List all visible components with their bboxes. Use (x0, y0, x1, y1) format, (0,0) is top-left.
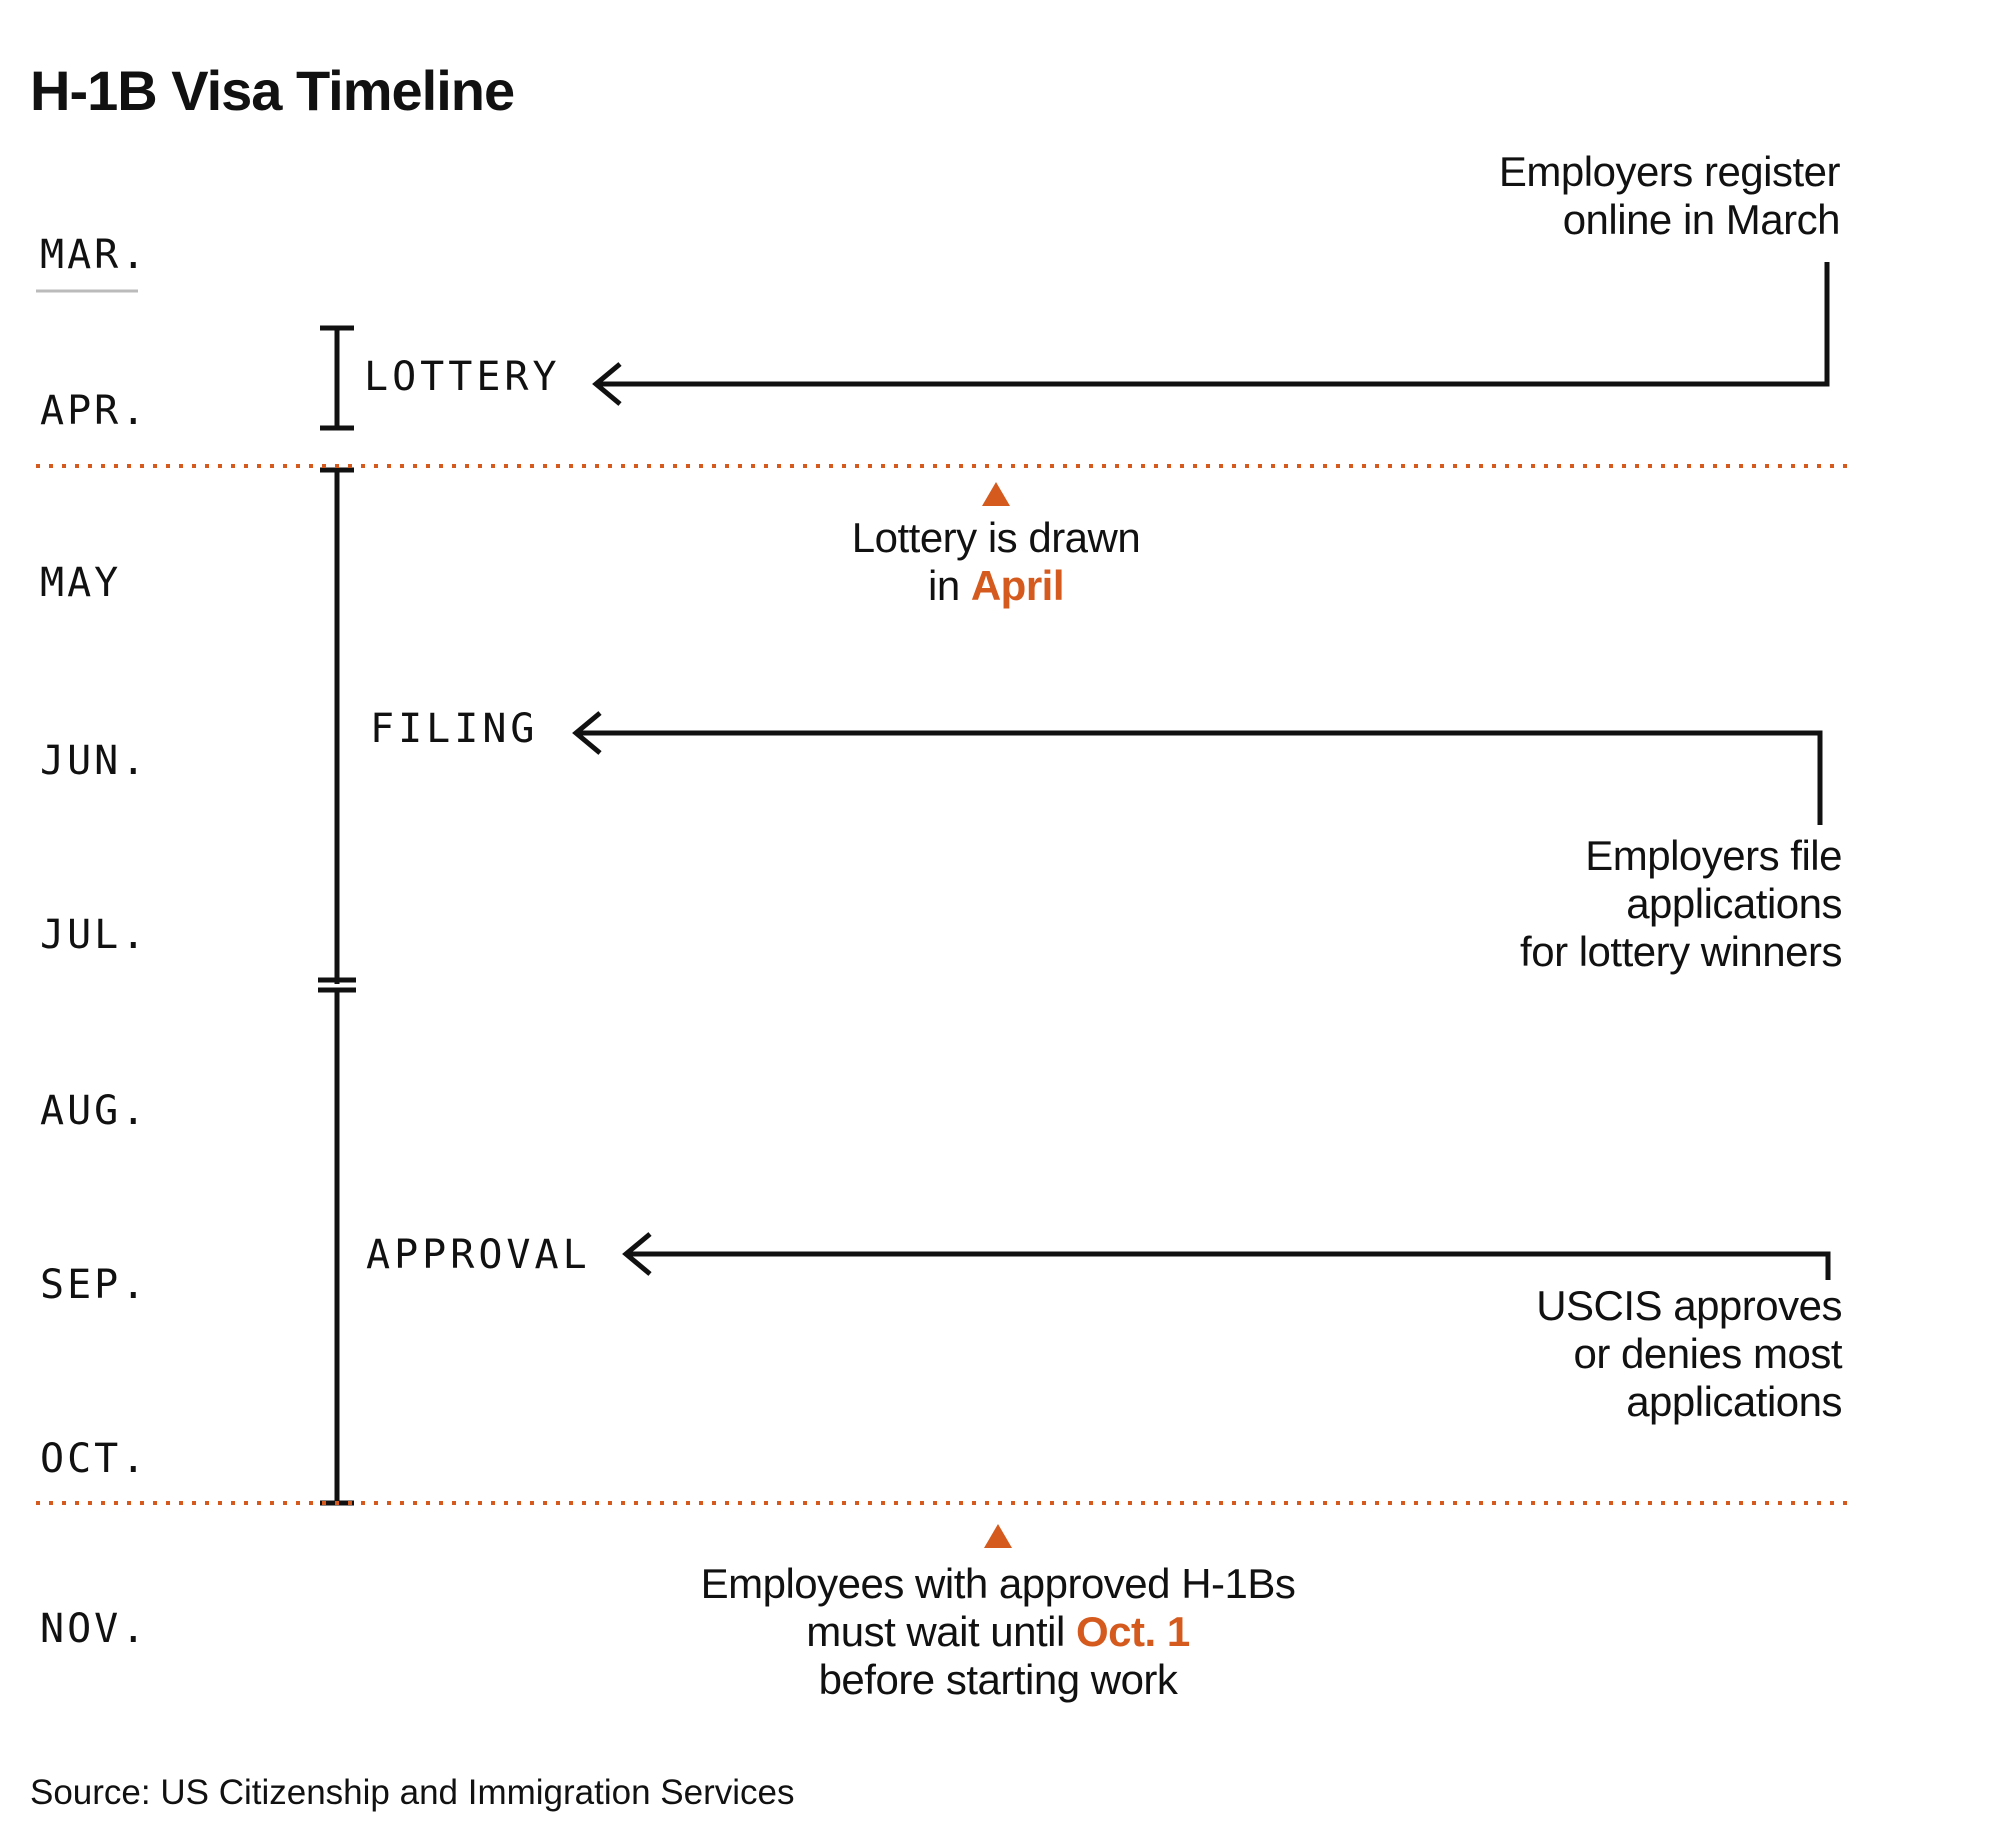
month-label-jul: JUL. (40, 912, 149, 958)
arrow-file-to-filing (572, 711, 1823, 825)
arrow-register-to-lottery (592, 262, 1830, 406)
note-highlight: April (970, 562, 1065, 609)
note-line: online in March (1562, 196, 1841, 243)
note-text: in (927, 562, 971, 609)
note-uscis-approves: USCIS approves or denies most applicatio… (1536, 1282, 1842, 1426)
note-line: applications (1626, 880, 1842, 927)
note-line: Lottery is drawn (851, 514, 1141, 561)
source-note: Source: US Citizenship and Immigration S… (30, 1773, 795, 1812)
note-line: Employees with approved H-1Bs (700, 1560, 1296, 1607)
phase-label-filing: FILING (370, 706, 539, 752)
note-line: must wait until Oct. 1 (598, 1608, 1398, 1656)
lottery-bracket (320, 325, 354, 431)
phase-label-lottery: LOTTERY (364, 354, 561, 400)
month-label-mar: MAR. (40, 232, 149, 278)
note-line: before starting work (818, 1656, 1178, 1703)
note-line: Employers file (1585, 832, 1842, 879)
month-label-jun: JUN. (40, 738, 149, 784)
phase-label-approval: APPROVAL (366, 1232, 591, 1278)
month-label-aug: AUG. (40, 1088, 149, 1134)
triangle-up-icon (982, 482, 1010, 506)
filing-bracket (318, 467, 356, 984)
month-label-oct: OCT. (40, 1436, 149, 1482)
approval-bracket (318, 987, 356, 1506)
note-line: Employers register (1498, 148, 1841, 195)
note-highlight: Oct. 1 (1076, 1608, 1190, 1655)
triangle-up-icon (984, 1524, 1012, 1548)
page-title: H-1B Visa Timeline (30, 59, 515, 122)
note-lottery-drawn: Lottery is drawn in April (796, 514, 1196, 610)
note-line: in April (796, 562, 1196, 610)
note-line: or denies most (1573, 1330, 1843, 1377)
month-label-sep: SEP. (40, 1262, 149, 1308)
note-wait-until: Employees with approved H-1Bs must wait … (598, 1560, 1398, 1704)
note-employers-file: Employers file applications for lottery … (1520, 832, 1842, 976)
note-text: must wait until (806, 1608, 1077, 1655)
note-employers-register: Employers register online in March (1498, 148, 1841, 244)
month-label-may: MAY (40, 560, 122, 606)
note-line: applications (1626, 1378, 1842, 1425)
arrow-approve-to-approval (622, 1232, 1831, 1280)
note-line: USCIS approves (1536, 1282, 1842, 1329)
month-label-apr: APR. (40, 388, 149, 434)
note-line: for lottery winners (1520, 928, 1842, 975)
month-label-nov: NOV. (40, 1606, 149, 1652)
